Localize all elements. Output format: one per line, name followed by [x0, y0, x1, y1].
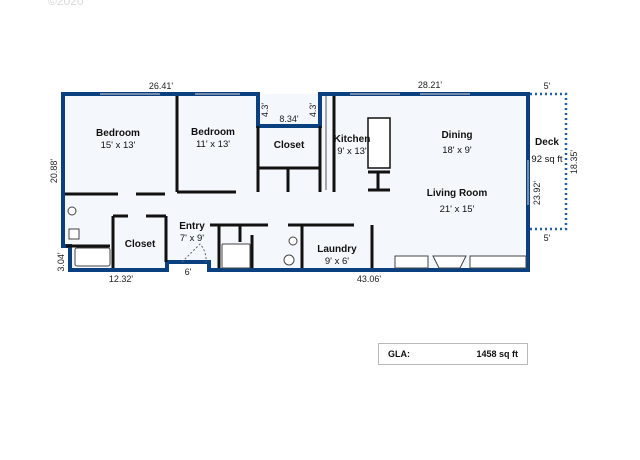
measure-entry-notch: 6' — [185, 267, 192, 277]
measure-closet-side-left: 4.3' — [260, 103, 270, 118]
dining-size: 18' x 9' — [442, 145, 472, 156]
measure-closet-width: 8.34' — [279, 114, 299, 124]
measure-bottom-total: 43.06' — [357, 274, 382, 284]
living-size: 21' x 15' — [440, 204, 475, 215]
kitchen-island — [367, 117, 391, 169]
entry-size: 7' x 9' — [180, 233, 204, 244]
measure-right-wall: 23.92' — [532, 181, 542, 206]
dining-name: Dining — [441, 130, 472, 141]
measure-top-right: 28.21' — [418, 80, 443, 90]
living-name: Living Room — [427, 188, 488, 199]
laundry-size: 9' x 6' — [325, 256, 349, 267]
measure-deck-top: 5' — [544, 81, 551, 91]
bedroom2-size: 11' x 13' — [196, 139, 230, 150]
measure-deck-height: 18.35' — [569, 150, 579, 175]
kitchen-name: Kitchen — [334, 134, 371, 145]
measure-top-left: 26.41' — [149, 81, 174, 91]
closet-top-name: Closet — [274, 140, 305, 151]
floor-area — [63, 94, 528, 270]
measure-deck-bottom: 5' — [544, 233, 551, 243]
exterior-wall — [61, 92, 530, 272]
deck-size: 92 sq ft — [531, 154, 563, 165]
bedroom1-size: 15' x 13' — [101, 140, 136, 151]
gla-label: GLA: — [388, 349, 410, 359]
bedroom1-name: Bedroom — [96, 128, 140, 139]
deck-name: Deck — [535, 137, 559, 148]
measure-bottom-left: 12.32' — [109, 274, 134, 284]
kitchen-size: 9' x 13' — [337, 146, 367, 157]
closet-left-name: Closet — [125, 239, 156, 250]
gla-value: 1458 sq ft — [476, 349, 518, 359]
entry-door-swing — [181, 243, 207, 263]
measure-bottom-step: 3.04' — [56, 252, 66, 272]
laundry-name: Laundry — [317, 244, 357, 255]
measure-closet-side-right: 4.3' — [308, 103, 318, 118]
gla-summary: GLA: 1458 sq ft — [378, 343, 528, 365]
watermark: ©2020 — [48, 0, 84, 8]
window-marks — [100, 93, 529, 205]
fixtures — [67, 96, 527, 269]
entry-name: Entry — [179, 221, 205, 232]
interior-walls — [65, 96, 374, 268]
bedroom2-name: Bedroom — [191, 127, 235, 138]
measure-left-wall: 20.88' — [49, 159, 59, 184]
